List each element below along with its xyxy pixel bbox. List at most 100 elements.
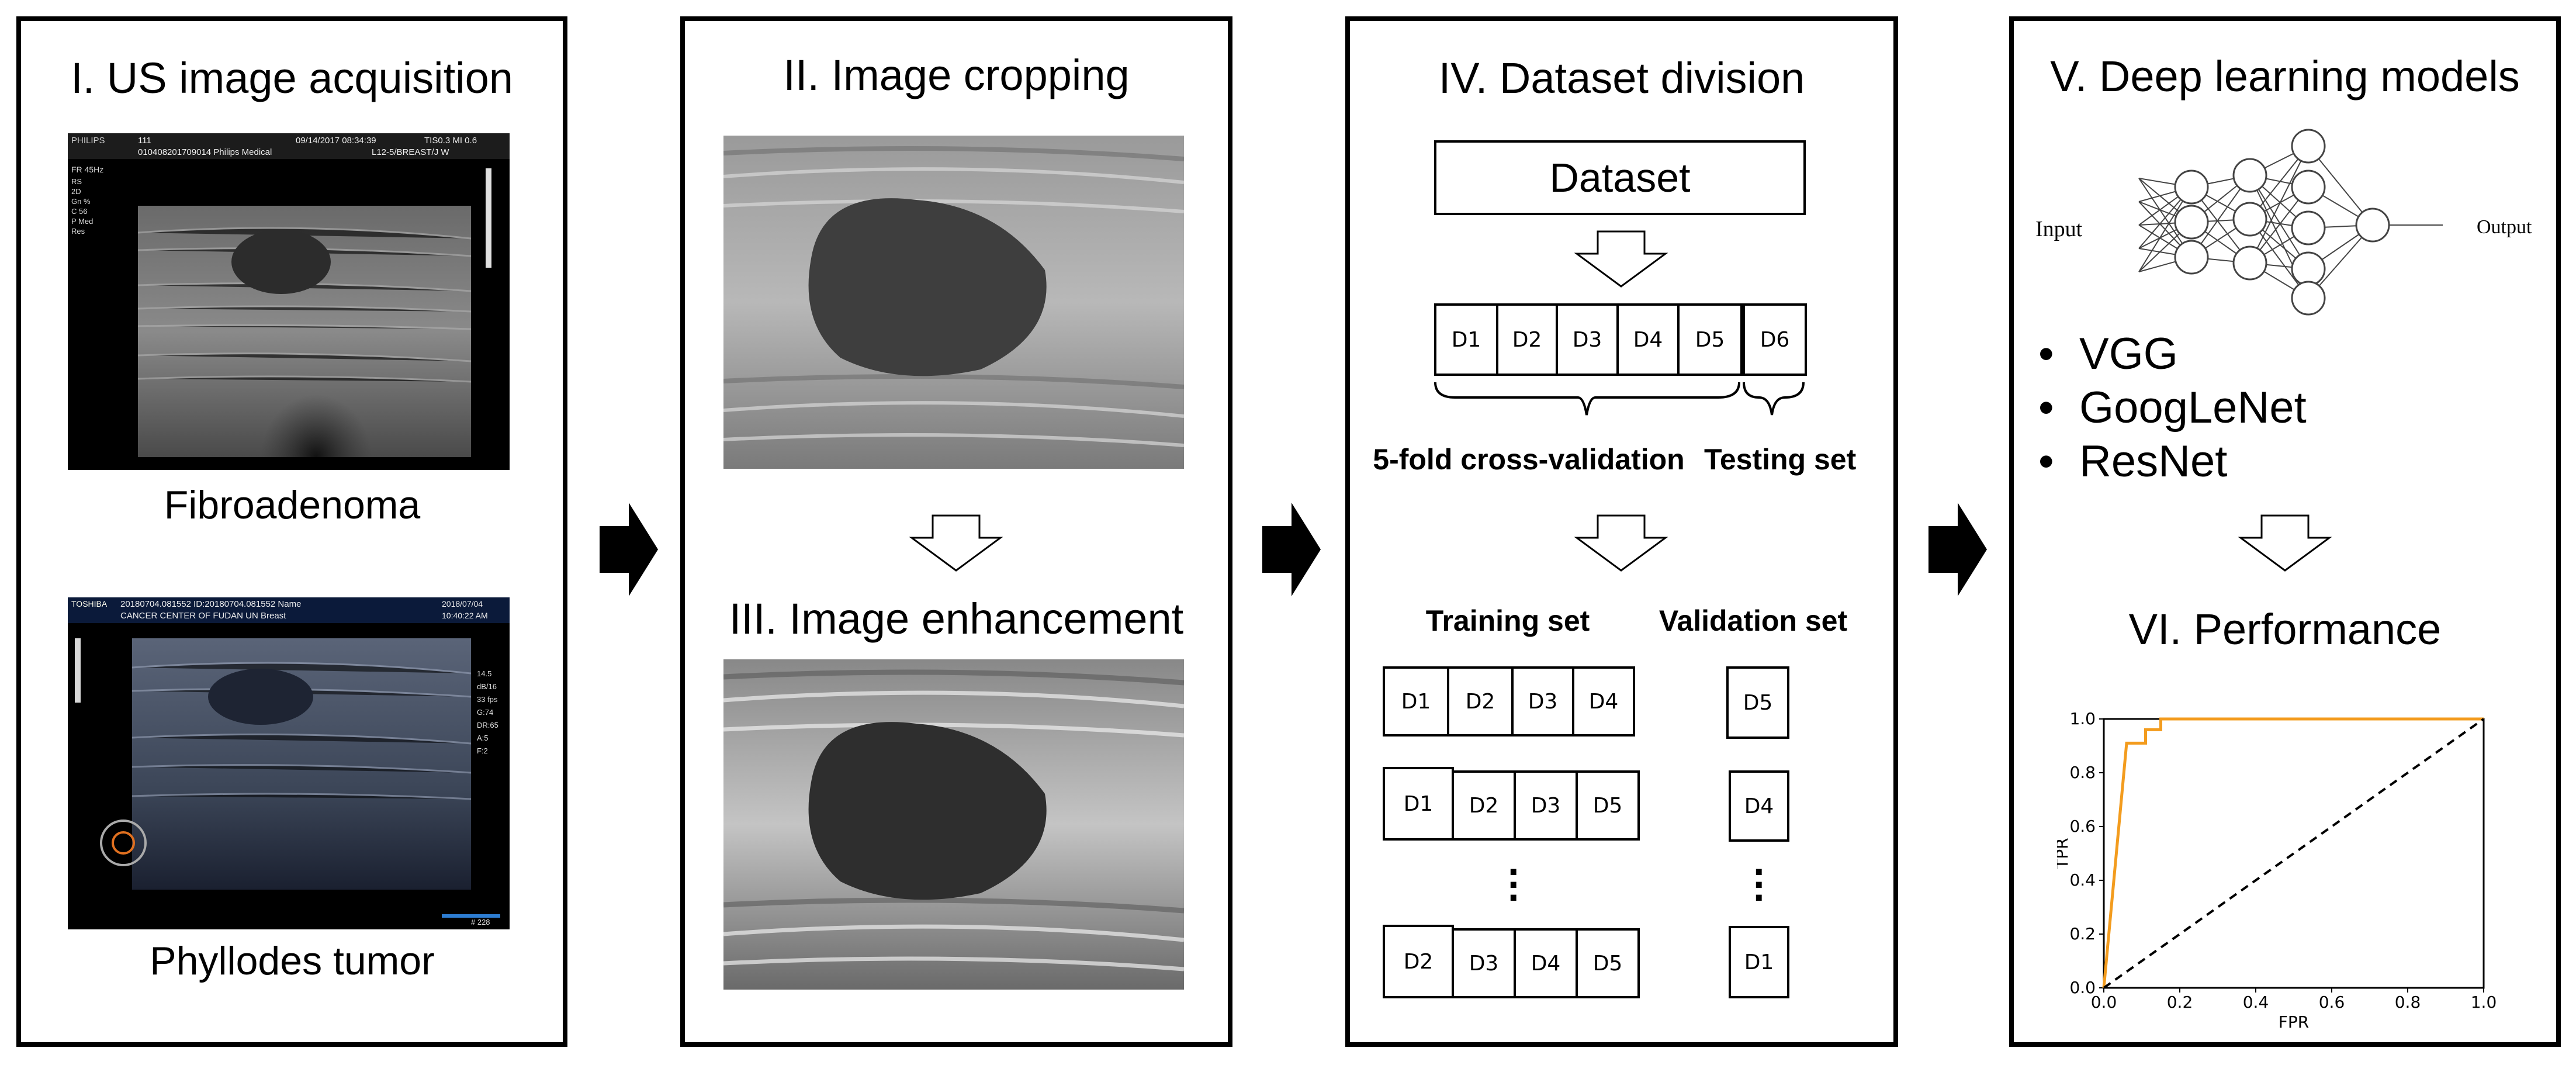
us2-line1: 20180704.081552 ID:20180704.081552 Name	[120, 599, 302, 609]
nn-node	[2174, 205, 2209, 240]
nn-node	[2355, 208, 2390, 243]
panel-title: I. US image acquisition	[71, 54, 513, 102]
y-tick-label: 0.6	[2069, 817, 2096, 836]
train-row1-d2: D2	[1447, 666, 1514, 736]
val-row2: D4	[1729, 770, 1789, 842]
label-phyllodes: Phyllodes tumor	[150, 939, 435, 983]
us2-brand: TOSHIBA	[71, 599, 108, 608]
x-tick-label: 0.4	[2243, 993, 2269, 1012]
panel-title-enhancement: III. Image enhancement	[729, 594, 1184, 643]
ultrasound-image-fibroadenoma: PHILIPS 111 09/14/2017 08:34:39 TIS0.3 M…	[68, 133, 510, 470]
panel-title: IV. Dataset division	[1438, 54, 1805, 102]
train-row1-d3: D3	[1511, 666, 1574, 736]
train-row2-d1: D1	[1383, 767, 1454, 841]
train-row2-d2: D2	[1452, 770, 1516, 841]
nn-node	[2291, 170, 2326, 205]
nn-node	[2174, 170, 2209, 205]
panel-title-performance: VI. Performance	[2128, 605, 2442, 653]
model-item-vgg: •VGG	[2038, 329, 2178, 379]
down-arrow-panel2	[909, 514, 1003, 572]
us1-brand: PHILIPS	[71, 136, 105, 146]
train-row1-d1: D1	[1383, 666, 1449, 736]
header-validation-set: Validation set	[1659, 604, 1848, 637]
us2-bottom-right: # 228	[471, 918, 490, 926]
us1-line1-far: TIS0.3 MI 0.6	[424, 136, 477, 146]
label-testing-set: Testing set	[1704, 443, 1857, 476]
val-row3: D1	[1729, 926, 1789, 998]
fold-d4: D4	[1616, 303, 1680, 376]
network-input-label: Input	[2035, 217, 2083, 241]
flow-arrow-1	[600, 503, 658, 596]
fold-d6: D6	[1743, 303, 1807, 376]
flow-arrow-2	[1262, 503, 1321, 596]
model-list: •VGG •GoogLeNet •ResNet	[2038, 327, 2307, 489]
model-item-googlenet: •GoogLeNet	[2038, 383, 2307, 433]
us1-line2-left: 010408201709014 Philips Medical	[138, 147, 272, 157]
us2-line1-right: 2018/07/04	[442, 599, 483, 608]
nn-node	[2291, 251, 2326, 286]
us1-line2-right: L12-5/BREAST/J W	[372, 147, 449, 157]
nn-node	[2232, 202, 2267, 237]
nn-node	[2232, 245, 2267, 281]
train-row3-d5: D5	[1576, 928, 1640, 998]
ultrasound-scan-2	[68, 597, 510, 929]
nn-node	[2291, 281, 2326, 316]
neural-network-diagram	[2138, 129, 2443, 316]
ellipsis-train: ···	[1508, 849, 1522, 920]
us2-line2: CANCER CENTER OF FUDAN UN Breast	[120, 611, 286, 621]
dataset-box: Dataset	[1434, 140, 1806, 215]
down-arrow-performance	[2238, 514, 2332, 572]
label-cross-validation: 5-fold cross-validation	[1373, 443, 1685, 476]
fold-d2: D2	[1496, 303, 1558, 376]
train-row3-d4: D4	[1514, 928, 1578, 998]
enhanced-image	[723, 659, 1184, 990]
ellipsis-val: ···	[1753, 849, 1767, 920]
us1-line1-right: 09/14/2017 08:34:39	[296, 136, 376, 146]
nn-node	[2291, 129, 2326, 164]
x-tick-label: 1.0	[2471, 993, 2497, 1012]
fold-d3: D3	[1556, 303, 1619, 376]
train-row1-d4: D4	[1572, 666, 1635, 736]
nn-node	[2291, 210, 2326, 245]
roc-curve	[2102, 717, 2484, 988]
brace-group	[1434, 382, 1805, 416]
y-tick-label: 0.0	[2069, 978, 2096, 997]
nn-node	[2174, 240, 2209, 275]
x-tick-label: 0.8	[2395, 993, 2421, 1012]
cropped-image	[723, 136, 1184, 469]
y-axis-label: TPR	[2057, 838, 2072, 869]
train-row3-d2: D2	[1383, 925, 1454, 998]
header-training-set: Training set	[1425, 604, 1590, 637]
x-tick-label: 0.6	[2319, 993, 2345, 1012]
us2-line2-right: 10:40:22 AM	[442, 611, 488, 620]
train-row2-d5: D5	[1576, 770, 1640, 841]
x-tick-label: 0.2	[2167, 993, 2193, 1012]
panel-title-cropping: II. Image cropping	[783, 51, 1130, 99]
ultrasound-scan-1	[68, 133, 510, 470]
nn-link	[2249, 146, 2309, 264]
model-item-resnet: •ResNet	[2038, 437, 2228, 486]
fold-d1: D1	[1434, 303, 1498, 376]
x-axis-label: FPR	[2279, 1012, 2309, 1032]
down-arrow-split	[1574, 514, 1668, 572]
us1-side: FR 45Hz	[71, 165, 104, 174]
train-row2-d3: D3	[1514, 770, 1578, 841]
nn-node	[2232, 158, 2267, 193]
us1-line1-left: 111	[138, 136, 151, 146]
chance-line	[2103, 718, 2485, 989]
fold-d5: D5	[1677, 303, 1743, 376]
y-tick-label: 0.8	[2069, 763, 2096, 782]
train-row3-d3: D3	[1452, 928, 1516, 998]
y-tick-label: 1.0	[2069, 709, 2096, 728]
label-fibroadenoma: Fibroadenoma	[164, 483, 421, 527]
panel-title-models: V. Deep learning models	[2050, 52, 2520, 101]
down-arrow-dataset	[1574, 230, 1668, 288]
nn-link	[2249, 175, 2309, 269]
y-tick-label: 0.2	[2069, 924, 2096, 943]
ultrasound-image-phyllodes: TOSHIBA 20180704.081552 ID:20180704.0815…	[68, 597, 510, 929]
val-row1: D5	[1726, 666, 1789, 739]
flow-arrow-3	[1928, 503, 1987, 596]
